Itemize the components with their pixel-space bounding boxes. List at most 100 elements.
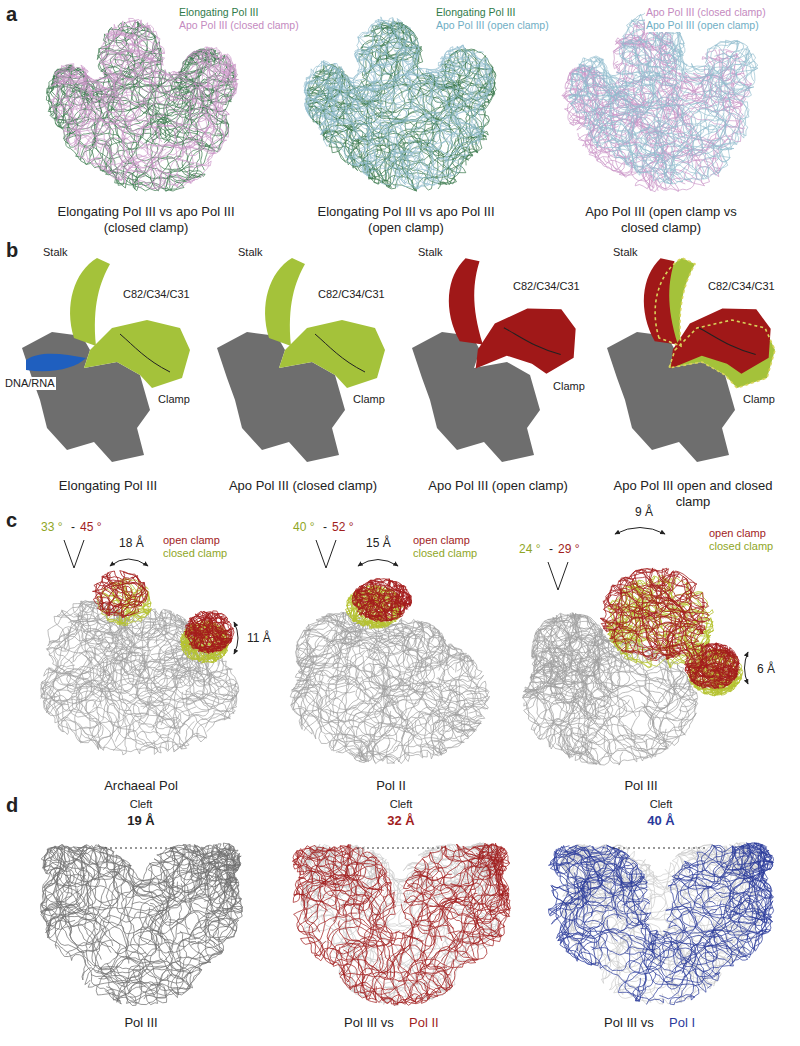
- ribbon-trace: [733, 845, 774, 897]
- ribbon-trace: [479, 843, 507, 936]
- ribbon-trace: [305, 81, 376, 109]
- ribbon-trace: [613, 617, 714, 668]
- shift-arrow: [234, 622, 238, 654]
- ribbon-trace: [346, 39, 419, 133]
- ribbon-trace: [355, 667, 402, 737]
- ribbon-trace: [185, 612, 232, 645]
- ribbon-trace: [445, 846, 507, 937]
- ribbon-trace: [610, 45, 681, 109]
- distance-value: 6 Å: [756, 662, 776, 676]
- ribbon-trace: [533, 627, 591, 682]
- ribbon-trace: [374, 75, 458, 96]
- ribbon-trace: [296, 631, 363, 667]
- caption: Pol III vs: [603, 1015, 655, 1031]
- ribbon-trace: [336, 943, 396, 994]
- ribbon-trace: [552, 885, 609, 952]
- state-label: open clamp: [412, 534, 471, 547]
- ribbon-group: [548, 843, 773, 1005]
- ribbon-trace: [190, 848, 241, 930]
- ribbon-trace: [589, 107, 718, 182]
- ribbon-trace: [570, 59, 666, 133]
- ribbon-trace: [723, 844, 774, 918]
- ribbon-trace: [579, 58, 642, 87]
- ribbon-trace: [382, 622, 434, 663]
- ribbon-trace: [554, 659, 605, 743]
- ribbon-trace: [41, 654, 119, 751]
- part-label: Clamp: [742, 393, 776, 406]
- part-label: C82/C34/C31: [707, 280, 776, 293]
- ribbon-trace: [677, 41, 744, 84]
- ribbon-trace: [45, 845, 128, 953]
- ribbon-group: [50, 18, 239, 190]
- ribbon-trace: [176, 844, 219, 962]
- ribbon-trace: [524, 652, 612, 739]
- ribbon-trace: [624, 580, 690, 607]
- ribbon-trace: [406, 852, 503, 893]
- ribbon-group: [304, 17, 494, 189]
- ribbon-trace: [79, 74, 141, 157]
- ribbon-trace: [319, 87, 446, 186]
- cleft-line: [357, 847, 443, 848]
- caption: Pol II: [408, 1015, 440, 1031]
- caption: Pol III: [560, 778, 722, 794]
- clamp-line: [699, 317, 756, 365]
- ribbon-trace: [99, 903, 193, 988]
- ribbon-trace: [85, 684, 101, 748]
- stalk-shape: [70, 258, 110, 346]
- part-label: Clamp: [552, 380, 586, 393]
- angle-value: 24 °: [518, 542, 541, 556]
- ribbon-trace: [640, 952, 685, 989]
- ribbon-trace: [600, 911, 656, 972]
- ribbon-trace: [88, 929, 142, 1003]
- ribbon-trace: [297, 867, 384, 955]
- ribbon-trace: [160, 858, 240, 888]
- ribbon-trace: [327, 919, 371, 982]
- ribbon-trace: [574, 948, 645, 1001]
- ribbon-trace: [349, 676, 415, 762]
- part-label: Clamp: [157, 393, 191, 406]
- ribbon-trace: [305, 63, 339, 118]
- ribbon-trace: [600, 607, 675, 659]
- state-label: closed clamp: [412, 547, 478, 560]
- legend-text: Apo Pol III (open clamp): [645, 19, 760, 32]
- ribbon-trace: [425, 653, 471, 694]
- ribbon-trace: [733, 862, 767, 951]
- ribbon-trace: [372, 580, 412, 615]
- ribbon-trace: [592, 713, 696, 757]
- caption: Elongating Pol III vs apo Pol III (open …: [305, 204, 507, 235]
- ribbon-trace: [475, 859, 509, 936]
- ribbon-trace: [371, 20, 448, 109]
- ribbon-structures: [41, 12, 774, 1006]
- cleft-label: Cleft: [110, 798, 172, 811]
- legend-text: Apo Pol III (open clamp): [435, 19, 550, 32]
- ribbon-trace: [402, 628, 454, 741]
- ribbon-trace: [705, 61, 748, 148]
- ribbon-group: [93, 571, 235, 654]
- shift-arrow: [615, 528, 665, 535]
- ribbon-trace: [598, 112, 675, 182]
- panel-letter: d: [5, 793, 19, 817]
- shift-arrow: [745, 652, 749, 684]
- caption: Apo Pol III (closed clamp): [210, 478, 397, 494]
- ribbon-trace: [352, 87, 428, 145]
- ribbon-trace: [45, 850, 80, 902]
- ribbon-trace: [399, 859, 452, 969]
- ribbon-trace: [440, 65, 492, 135]
- ribbon-trace: [550, 846, 604, 894]
- ribbon-trace: [51, 603, 115, 694]
- ribbon-group: [352, 579, 411, 622]
- legend-text: Elongating Pol III: [435, 6, 516, 19]
- ribbon-trace: [416, 913, 500, 984]
- ribbon-trace: [194, 55, 238, 99]
- ribbon-trace: [429, 852, 459, 904]
- ribbon-trace: [101, 20, 165, 64]
- ribbon-trace: [392, 678, 465, 754]
- shift-arrow: [110, 559, 148, 566]
- ribbon-trace: [554, 852, 602, 928]
- part-label: Stalk: [237, 246, 263, 259]
- ribbon-trace: [125, 852, 227, 955]
- ribbon-trace: [592, 689, 664, 743]
- cleft-label: Cleft: [630, 798, 692, 811]
- ribbon-trace: [43, 845, 99, 900]
- ribbon-trace: [295, 624, 325, 694]
